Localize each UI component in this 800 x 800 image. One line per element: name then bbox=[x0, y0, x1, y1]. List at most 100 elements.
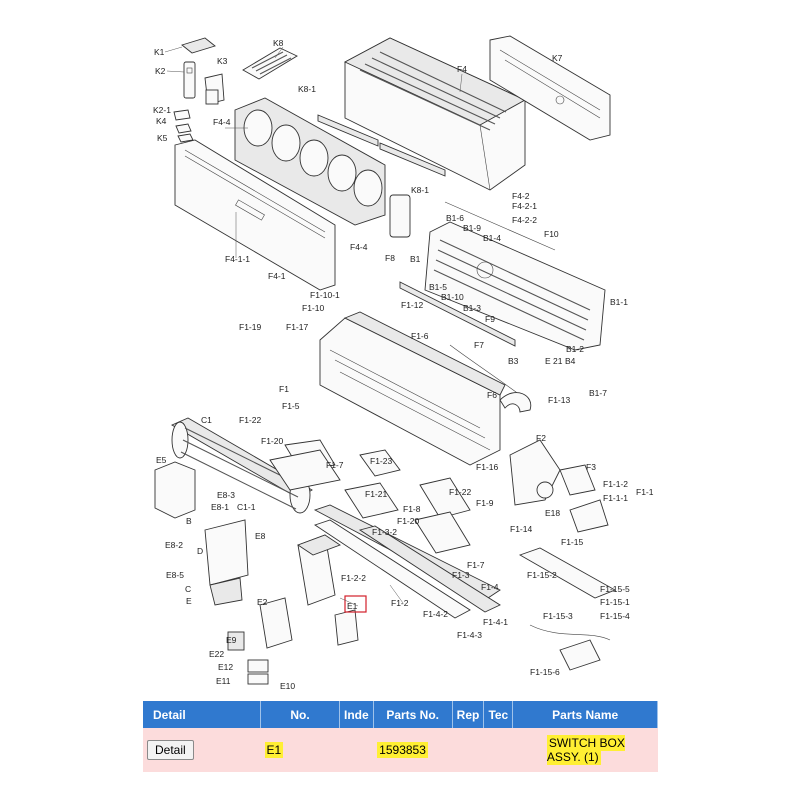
col-header-detail: Detail bbox=[143, 701, 261, 728]
cell-detail: Detail bbox=[143, 728, 261, 772]
remote-controller-parts bbox=[173, 37, 225, 143]
label-f4-1-1: F4-1-1 bbox=[225, 254, 250, 264]
label-k8-1-top: K8-1 bbox=[298, 84, 316, 94]
detail-button[interactable]: Detail bbox=[147, 740, 194, 760]
selected-part-box-e1[interactable] bbox=[344, 595, 367, 613]
label-ref-e: E bbox=[186, 596, 192, 606]
label-f1-4-1: F1-4-1 bbox=[483, 617, 508, 627]
col-header-parts-no: Parts No. bbox=[373, 701, 453, 728]
label-e9: E9 bbox=[226, 635, 237, 645]
label-f1-6: F1-6 bbox=[411, 331, 429, 341]
col-header-tec: Tec bbox=[483, 701, 514, 728]
label-f1-22-top: F1-22 bbox=[239, 415, 261, 425]
label-f1-1-2: F1-1-2 bbox=[603, 479, 628, 489]
electrical-parts bbox=[227, 597, 293, 685]
fan-motor-f2 bbox=[509, 439, 609, 533]
label-f1-15-1: F1-15-1 bbox=[600, 597, 630, 607]
label-f1-20-top: F1-20 bbox=[261, 436, 283, 446]
label-e8-3: E8-3 bbox=[217, 490, 235, 500]
label-e18: E18 bbox=[545, 508, 560, 518]
label-f4-2: F4-2 bbox=[512, 191, 530, 201]
heat-exchanger-b1 bbox=[424, 201, 606, 351]
col-header-no: No. bbox=[260, 701, 340, 728]
label-b1-10: B1-10 bbox=[441, 292, 464, 302]
bracket-e5 bbox=[154, 461, 196, 519]
label-f1: F1 bbox=[279, 384, 289, 394]
label-f6: F6 bbox=[487, 390, 497, 400]
front-housing-f4 bbox=[343, 37, 526, 191]
label-f1-3-2: F1-3-2 bbox=[372, 527, 397, 537]
leader-lines bbox=[164, 46, 463, 607]
louver-f1-2 bbox=[313, 519, 471, 619]
label-f1-2: F1-2 bbox=[391, 598, 409, 608]
label-f1-3: F1-3 bbox=[452, 570, 470, 580]
part-number-index: E1 bbox=[264, 742, 284, 758]
label-f1-15-6: F1-15-6 bbox=[530, 667, 560, 677]
label-f1-8: F1-8 bbox=[403, 504, 421, 514]
label-f1-15-5: F1-15-5 bbox=[600, 584, 630, 594]
label-e8-1: E8-1 bbox=[211, 502, 229, 512]
label-f4-2-2: F4-2-2 bbox=[512, 215, 537, 225]
label-f1-13: F1-13 bbox=[548, 395, 570, 405]
parts-table: Detail No. Inde Parts No. Rep Tec Parts … bbox=[143, 701, 658, 772]
col-header-rep: Rep bbox=[452, 701, 485, 728]
mounting-plate-k7 bbox=[489, 35, 611, 141]
label-f4-4-top: F4-4 bbox=[213, 117, 231, 127]
display-f8 bbox=[389, 194, 411, 238]
label-b4: B4 bbox=[565, 356, 576, 366]
label-e5: E5 bbox=[156, 455, 167, 465]
label-k2-1: K2-1 bbox=[153, 105, 171, 115]
label-k1: K1 bbox=[154, 47, 165, 57]
col-header-index: Inde bbox=[339, 701, 374, 728]
label-b3: B3 bbox=[508, 356, 519, 366]
label-f4: F4 bbox=[457, 64, 467, 74]
label-f1-2-2: F1-2-2 bbox=[341, 573, 366, 583]
exploded-parts-diagram: K1 K2 K3 K8 K2-1 K4 K5 F4-4 K8-1 F4 K7 K… bbox=[153, 35, 654, 691]
label-e8-5: E8-5 bbox=[166, 570, 184, 580]
label-b1-9: B1-9 bbox=[463, 223, 481, 233]
label-b1-3: B1-3 bbox=[463, 303, 481, 313]
label-f1-22-bottom: F1-22 bbox=[449, 487, 471, 497]
label-c1: C1 bbox=[201, 415, 212, 425]
label-f1-4-3: F1-4-3 bbox=[457, 630, 482, 640]
label-b1-2: B1-2 bbox=[566, 344, 584, 354]
label-e10: E10 bbox=[280, 681, 295, 691]
label-f7: F7 bbox=[474, 340, 484, 350]
label-e21: E 21 bbox=[545, 356, 563, 366]
label-f4-2-1: F4-2-1 bbox=[512, 201, 537, 211]
label-e8: E8 bbox=[255, 531, 266, 541]
label-f1-15-4: F1-15-4 bbox=[600, 611, 630, 621]
label-f1-1-1: F1-1-1 bbox=[603, 493, 628, 503]
label-f1-14: F1-14 bbox=[510, 524, 532, 534]
table-header-row: Detail No. Inde Parts No. Rep Tec Parts … bbox=[143, 701, 658, 728]
label-ref-b: B bbox=[186, 516, 192, 526]
cross-flow-fan-f4-4 bbox=[234, 97, 386, 226]
filter-strips-k8-1 bbox=[317, 114, 446, 177]
label-c1-1: C1-1 bbox=[237, 502, 256, 512]
label-f1-15-2: F1-15-2 bbox=[527, 570, 557, 580]
label-f1-7-bottom: F1-7 bbox=[467, 560, 485, 570]
label-f1-17: F1-17 bbox=[286, 322, 308, 332]
label-k5: K5 bbox=[157, 133, 168, 143]
label-e22: E22 bbox=[209, 649, 224, 659]
cell-parts-no: 1593853 bbox=[373, 728, 453, 772]
label-k4: K4 bbox=[156, 116, 167, 126]
drain-pan-f1-15 bbox=[518, 547, 617, 671]
label-f2: F2 bbox=[536, 433, 546, 443]
label-f1-10: F1-10 bbox=[302, 303, 324, 313]
connector-e8-5 bbox=[209, 577, 243, 606]
filter-k8 bbox=[242, 47, 298, 80]
drain-hose-f1-13 bbox=[499, 392, 532, 413]
label-f1-5: F1-5 bbox=[282, 401, 300, 411]
label-f1-16: F1-16 bbox=[476, 462, 498, 472]
cell-rep bbox=[452, 728, 484, 772]
label-f10: F10 bbox=[544, 229, 559, 239]
strip-f7 bbox=[399, 281, 516, 347]
label-f1-20-bottom: F1-20 bbox=[397, 516, 419, 526]
label-e8-2: E8-2 bbox=[165, 540, 183, 550]
label-k3: K3 bbox=[217, 56, 228, 66]
label-f1-7-top: F1-7 bbox=[326, 460, 344, 470]
label-f1-19: F1-19 bbox=[239, 322, 261, 332]
label-f9: F9 bbox=[485, 314, 495, 324]
label-b1-4: B1-4 bbox=[483, 233, 501, 243]
